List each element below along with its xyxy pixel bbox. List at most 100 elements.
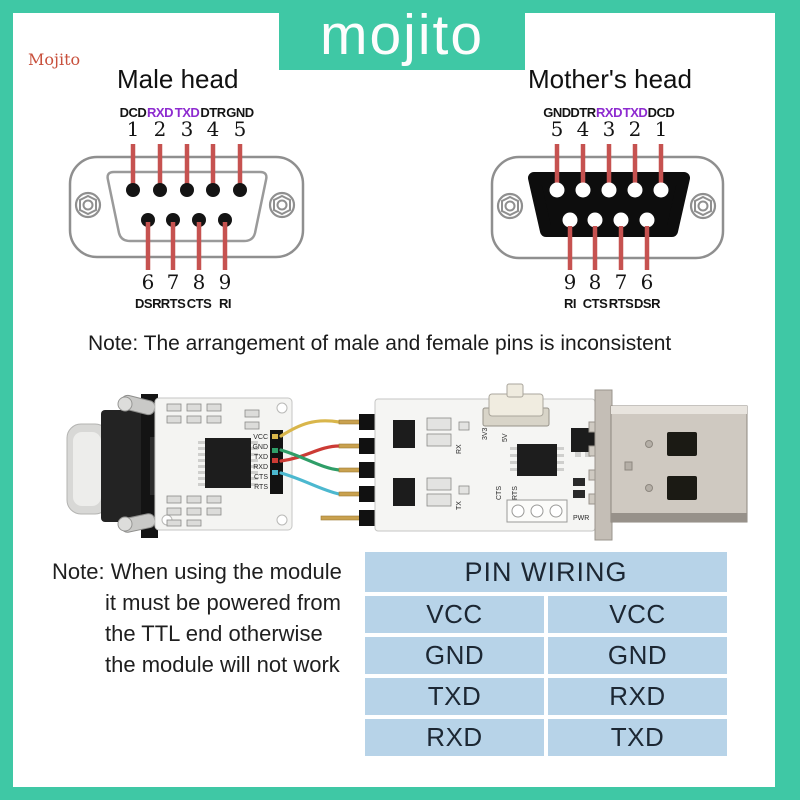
wire-red	[279, 444, 341, 463]
female-pin-number: 6	[641, 270, 654, 294]
adapter-pin-label: GND	[252, 444, 268, 451]
note-power-line2: it must be powered from	[105, 590, 341, 615]
adapter-pin-label: TXD	[254, 454, 268, 461]
photo-slide-switch	[482, 383, 550, 427]
brand-watermark: Mojito	[28, 50, 81, 69]
silkscreen-3v3: 3V3	[482, 427, 489, 440]
wiring-cell: GND	[548, 637, 727, 674]
female-pin-number: 2	[629, 117, 642, 141]
female-bottom-pin-lines	[567, 226, 650, 270]
male-pin-number: 6	[142, 270, 155, 294]
female-pin-label: TXD	[623, 105, 648, 120]
male-pin-label: TXD	[175, 105, 200, 120]
male-pin-label: GND	[226, 105, 254, 120]
male-pin-number: 3	[181, 117, 194, 141]
adapter-pin-label: RTS	[254, 484, 268, 491]
photo-soic-ic	[510, 444, 564, 476]
male-screw-hole-right	[268, 191, 296, 219]
male-pin-number: 7	[167, 270, 180, 294]
wiring-cell: TXD	[365, 678, 544, 715]
female-screw-hole-right	[689, 192, 717, 220]
photo-usb-holes	[667, 432, 697, 500]
frame-left	[0, 0, 13, 800]
photo-ttl-board: RX TX 3V3 5V CTS RTS	[374, 383, 601, 532]
female-pin-number: 5	[551, 117, 564, 141]
photo-header-pins	[320, 414, 377, 526]
female-pin-label: DSR	[634, 296, 661, 311]
wiring-cell: RXD	[365, 719, 544, 756]
brand-banner-text: mojito	[319, 2, 485, 67]
note-power: Note: When using the module it must be p…	[52, 556, 342, 680]
adapter-pin-label: RXD	[253, 464, 268, 471]
pin-wiring-table: PIN WIRING VCC VCC GND GND TXD RXD RXD T…	[365, 552, 727, 756]
female-top-pin-lines	[554, 144, 664, 188]
male-pin-number: 2	[154, 117, 167, 141]
photo-ttl-components-left	[393, 420, 415, 506]
male-pin-number: 5	[234, 117, 247, 141]
male-pin-number: 9	[219, 270, 232, 294]
wiring-cell: VCC	[548, 596, 727, 633]
frame-bottom	[0, 787, 800, 800]
silkscreen-cts: CTS	[496, 486, 503, 500]
female-pin-label: CTS	[583, 296, 608, 311]
note-power-line4: the module will not work	[105, 652, 340, 677]
photo-usb-body	[610, 405, 748, 523]
female-pin-label: GND	[543, 105, 571, 120]
male-pin-number: 1	[127, 117, 140, 141]
male-top-pin-lines	[130, 144, 243, 188]
frame-right	[775, 0, 800, 800]
female-head-title: Mother's head	[528, 64, 692, 94]
photo-usb-shield-plate	[594, 389, 613, 541]
male-pin-label: RXD	[147, 105, 173, 120]
wiring-cell: VCC	[365, 596, 544, 633]
wiring-cell: TXD	[548, 719, 727, 756]
wire-cyan	[279, 471, 341, 496]
male-pin-label: RTS	[161, 296, 186, 311]
note-inconsistent: Note: The arrangement of male and female…	[88, 332, 672, 355]
photo-ttl-passives	[426, 417, 470, 507]
photo-screw-bottom	[117, 513, 156, 533]
male-bottom-pin-lines	[145, 222, 228, 270]
photo-jumper-wires	[279, 419, 341, 496]
brand-banner: mojito	[279, 0, 525, 70]
silkscreen-rx: RX	[456, 444, 463, 454]
male-pin-label: DSR	[135, 296, 162, 311]
note-power-line1: Note: When using the module	[52, 559, 342, 584]
adapter-pin-label: CTS	[254, 474, 268, 481]
male-screw-hole-left	[74, 191, 102, 219]
photo-adapter-board: VCC GND TXD RXD CTS RTS	[154, 397, 293, 531]
silkscreen-tx: TX	[456, 501, 463, 510]
male-bottom-pins	[141, 213, 232, 227]
photo-pwr-leds	[573, 478, 585, 498]
module-photo: VCC GND TXD RXD CTS RTS	[66, 383, 748, 541]
photo-usb-dimples	[624, 440, 653, 492]
adapter-pin-label: VCC	[253, 434, 268, 441]
male-pin-label: DTR	[200, 105, 226, 120]
female-pin-number: 7	[615, 270, 628, 294]
male-pin-label: CTS	[187, 296, 212, 311]
photo-screw-top	[117, 394, 156, 416]
silkscreen-5v: 5V	[502, 433, 509, 442]
male-pin-label: RI	[219, 296, 231, 311]
note-power-line3: the TTL end otherwise	[105, 621, 323, 646]
wiring-cell: GND	[365, 637, 544, 674]
male-top-pins	[126, 183, 247, 197]
female-pin-label: RXD	[596, 105, 622, 120]
silkscreen-pwr: PWR	[573, 515, 589, 522]
female-pin-number: 9	[564, 270, 577, 294]
male-db9-diagram: DCD RXD TXD DTR GND 1 2 3 4 5	[68, 105, 305, 311]
female-top-holes	[549, 182, 669, 198]
male-pin-label: DCD	[120, 105, 147, 120]
photo-smd-top	[166, 403, 260, 430]
female-pin-number: 3	[603, 117, 616, 141]
photo-smd-bottom	[166, 495, 222, 527]
pin-wiring-title: PIN WIRING	[365, 552, 727, 592]
female-pin-label: DCD	[648, 105, 675, 120]
male-pin-number: 8	[193, 270, 206, 294]
photo-adapter-pin-labels: VCC GND TXD RXD CTS RTS	[252, 434, 268, 491]
wire-yellow	[279, 419, 341, 438]
photo-db9-connector	[66, 394, 164, 538]
male-head-title: Male head	[117, 64, 239, 94]
female-pin-label: RI	[564, 296, 576, 311]
